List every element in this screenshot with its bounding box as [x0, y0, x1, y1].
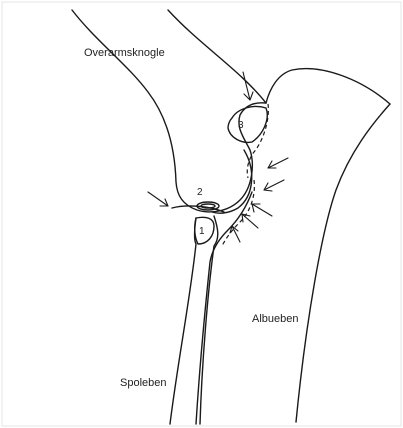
label-ulna: Albueben	[252, 313, 299, 325]
arrow-right-1	[268, 158, 288, 168]
marker-2: 2	[197, 187, 203, 198]
marker-3: 3	[238, 120, 244, 131]
label-humerus: Overarmsknogle	[84, 47, 165, 59]
radial-head-oval-inner	[201, 204, 215, 208]
arrow-right-2	[264, 180, 284, 191]
label-radius: Spoleben	[120, 377, 167, 389]
radius-left-edge	[170, 218, 196, 424]
arrow-left	[148, 192, 168, 206]
humerus-outline	[72, 10, 266, 212]
humerus-outline-right	[168, 10, 266, 103]
marker-1: 1	[199, 226, 205, 237]
arrow-right-3	[252, 204, 272, 216]
arrow-right-4	[242, 214, 258, 228]
ulna-outline-right	[296, 104, 390, 422]
ulna-outline-top	[266, 69, 390, 104]
arrow-right-5	[230, 226, 240, 242]
olecranon-fragment	[228, 106, 267, 142]
